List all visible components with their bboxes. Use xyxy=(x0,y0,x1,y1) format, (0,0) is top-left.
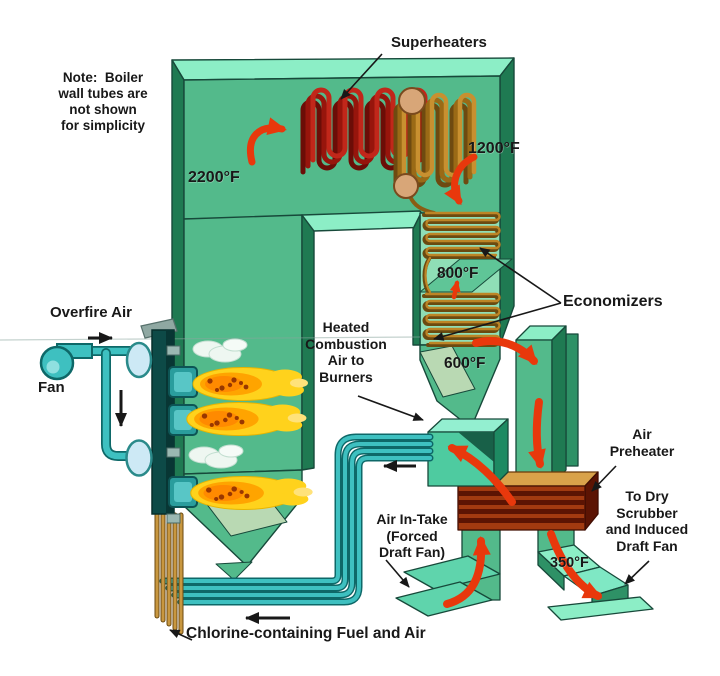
flow-arrow-350f-exit xyxy=(547,530,603,600)
overfire-air-line xyxy=(0,336,421,341)
convective-hopper-facet xyxy=(419,345,476,398)
economizers-pointer-upper xyxy=(479,247,562,304)
heated-combustion-air-label: Heated Combustion Air to Burners xyxy=(305,319,387,385)
notch-ledge-top xyxy=(301,210,433,232)
black-arrows xyxy=(88,53,650,641)
windbox-cap xyxy=(140,318,178,339)
burner xyxy=(168,404,198,436)
burner xyxy=(168,366,198,398)
scrubber-pointer xyxy=(624,560,650,585)
flow-arrow-heated-air-out xyxy=(447,444,516,506)
heated-air-pipes xyxy=(159,433,434,606)
furnace-hopper-tip xyxy=(215,561,253,581)
fan-label: Fan xyxy=(38,379,65,396)
flow-arrow-1200f xyxy=(444,153,478,206)
economizer-mid-temperature: 800°F xyxy=(437,265,479,282)
flow-arrow-600f-exit xyxy=(472,337,538,365)
exit-duct-350f xyxy=(537,544,654,621)
flow-arrow-into-preheater xyxy=(528,398,546,469)
superheater-outlet-temperature: 1200°F xyxy=(468,140,520,157)
air-intake-label: Air In-Take (Forced Draft Fan) xyxy=(376,511,448,561)
preheater-outlet-temperature: 350°F xyxy=(550,555,589,571)
windbox-port xyxy=(125,341,153,379)
windbox-burner-panel xyxy=(125,318,198,524)
windbox-port xyxy=(125,439,153,477)
chlorine-fuel-label: Chlorine-containing Fuel and Air xyxy=(186,625,426,642)
overfire-air-label: Overfire Air xyxy=(50,304,132,321)
fan-unit xyxy=(39,343,93,381)
economizers-pointer-lower xyxy=(433,302,562,341)
economizer-outlet-temperature: 600°F xyxy=(444,355,486,372)
economizer-coils xyxy=(422,211,501,347)
superheaters-pointer xyxy=(340,53,383,100)
flow-arrow-2200f xyxy=(247,117,287,166)
flue-gas-downcomer-duct xyxy=(515,325,579,487)
note-text: Note: Boiler wall tubes are not shown fo… xyxy=(58,70,148,133)
air-intake-pointer xyxy=(385,559,410,588)
steam-drum-top xyxy=(398,87,426,115)
chlorine-fuel-pointer xyxy=(169,629,193,641)
flow-arrow-intake-up xyxy=(443,536,491,608)
superheaters-label: Superheaters xyxy=(391,34,487,51)
furnace-temperature: 2200°F xyxy=(188,169,240,186)
flow-arrows-red xyxy=(247,117,603,608)
heated-air-pointer xyxy=(357,395,424,421)
heated-air-plenum-box xyxy=(427,418,509,487)
boiler-right-side-face xyxy=(499,57,515,346)
steam-drum-bottom xyxy=(393,173,419,199)
to-dry-scrubber-label: To Dry Scrubber and Induced Draft Fan xyxy=(605,488,689,554)
superheater-secondary-coil xyxy=(393,87,477,215)
air-preheater-label: Air Preheater xyxy=(609,426,675,459)
convective-pass-left-edge xyxy=(412,214,421,346)
fan-piping xyxy=(83,346,135,461)
air-preheater-pointer xyxy=(591,465,617,492)
flow-arrow-800f xyxy=(449,280,461,300)
fuel-pipes xyxy=(154,512,184,635)
economizers-label: Economizers xyxy=(563,293,663,310)
